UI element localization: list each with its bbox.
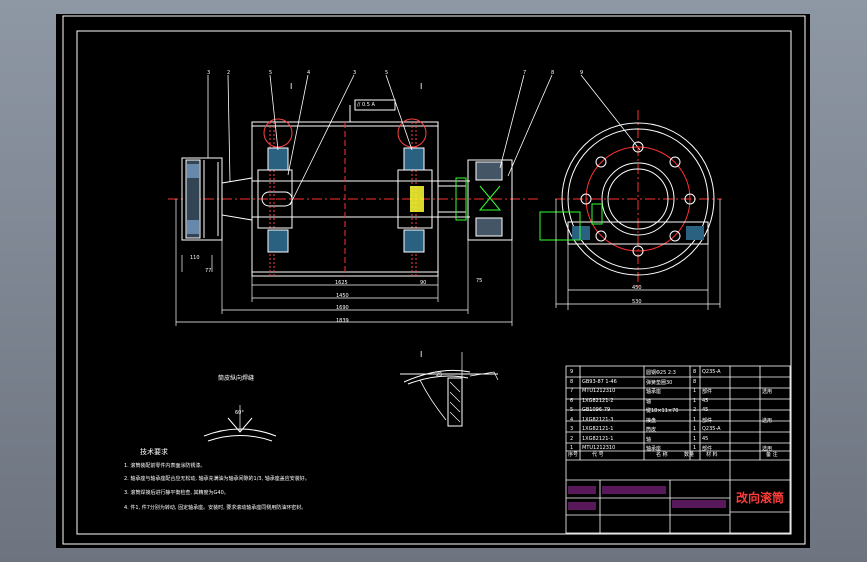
weld-symbol [203,405,277,442]
title-block-labels [568,486,726,510]
front-view [168,74,641,326]
side-view [539,110,722,310]
inner-border [76,30,792,535]
detail-view [400,352,499,427]
bom-table [565,365,791,534]
outer-border [62,15,806,545]
drawing-sheet [56,14,810,548]
